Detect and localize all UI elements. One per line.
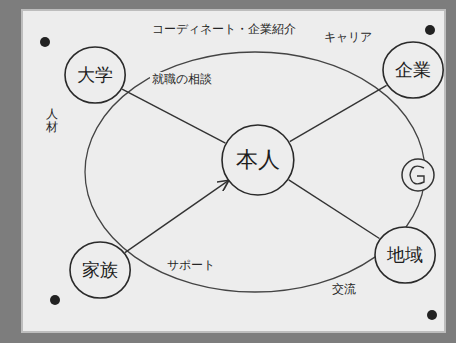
handwritten-note: キャリア <box>322 30 374 44</box>
handwritten-note: サポート <box>165 258 217 272</box>
handwritten-note: 人材 <box>44 108 60 134</box>
node-label: 大学 <box>77 63 113 87</box>
node-label: 地域 <box>387 243 423 267</box>
ellipse-node: 企業 <box>382 41 444 99</box>
handwritten-note: コーディネート・企業紹介 <box>150 22 298 36</box>
node-label: 企業 <box>395 58 431 82</box>
connector <box>122 89 225 143</box>
pin <box>427 310 437 320</box>
small-circle <box>402 159 434 191</box>
connector <box>125 181 228 253</box>
paper-edge <box>22 10 445 332</box>
pin <box>40 37 50 47</box>
outer-ring <box>85 52 425 292</box>
connector <box>290 85 387 141</box>
ellipse-node: 本人 <box>221 124 295 196</box>
pin <box>425 25 435 35</box>
ellipse-node: 家族 <box>69 241 131 299</box>
pin <box>50 295 60 305</box>
ellipse-node: 大学 <box>64 46 126 104</box>
paper-sheet <box>22 10 445 332</box>
node-label: 本人 <box>236 145 280 175</box>
small-mark <box>410 166 424 184</box>
connector <box>289 180 380 239</box>
node-label: 家族 <box>82 258 118 282</box>
handwritten-note: 交流 <box>330 282 358 296</box>
handwritten-note: 就職の相談 <box>150 72 214 86</box>
ellipse-node: 地域 <box>374 226 436 284</box>
